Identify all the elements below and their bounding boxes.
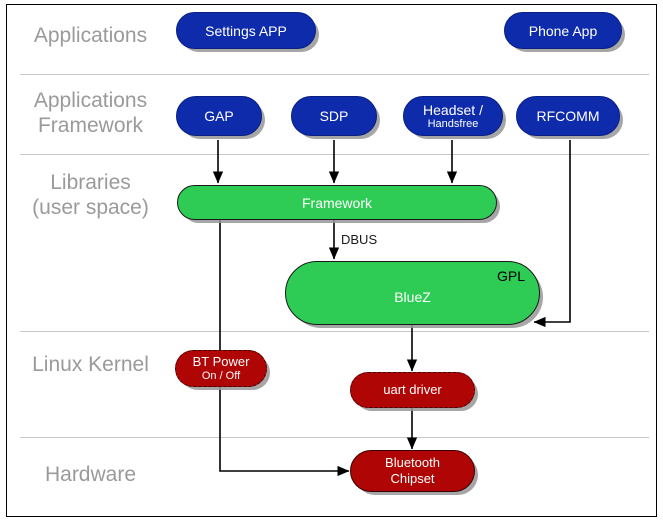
- node-bt-power-label: BT Power: [192, 354, 250, 369]
- node-bt-power-sublabel: On / Off: [201, 370, 241, 382]
- node-bluez[interactable]: GPL BlueZ: [285, 261, 540, 325]
- wire-label-dbus: DBUS: [341, 232, 378, 247]
- layer-label-libraries: Libraries (user space): [32, 171, 149, 219]
- layer-label-applications: Applications: [33, 24, 148, 47]
- node-sdp[interactable]: SDP: [291, 96, 377, 136]
- layer-label-linux-kernel: Linux Kernel: [32, 353, 149, 376]
- divider-applications: [20, 74, 649, 75]
- node-sdp-label: SDP: [319, 108, 349, 124]
- node-rfcomm-label: RFCOMM: [536, 108, 600, 124]
- node-bluez-label: BlueZ: [394, 289, 431, 305]
- divider-libraries: [20, 331, 649, 332]
- node-gap-label: GAP: [204, 108, 234, 124]
- node-settings-app-label: Settings APP: [205, 22, 287, 39]
- node-bluetooth-chipset[interactable]: Bluetooth Chipset: [350, 450, 475, 492]
- node-bluetooth-chipset-label: Bluetooth: [385, 455, 440, 470]
- node-uart-driver-label: uart driver: [383, 382, 442, 397]
- node-phone-app-label: Phone App: [528, 22, 598, 39]
- node-framework[interactable]: Framework: [177, 185, 497, 220]
- node-settings-app[interactable]: Settings APP: [176, 12, 316, 49]
- node-headset-handsfree-sublabel: Handsfree: [427, 117, 479, 130]
- divider-applications-framework: [20, 154, 649, 155]
- node-bt-power[interactable]: BT Power On / Off: [175, 350, 267, 387]
- node-headset-handsfree-label: Headset /: [423, 101, 483, 118]
- divider-linux-kernel: [20, 437, 649, 438]
- node-uart-driver[interactable]: uart driver: [350, 372, 475, 408]
- node-gap[interactable]: GAP: [176, 96, 262, 136]
- node-rfcomm[interactable]: RFCOMM: [516, 96, 620, 136]
- node-phone-app[interactable]: Phone App: [504, 12, 622, 49]
- layer-label-applications-framework: Applications Framework: [33, 89, 148, 137]
- node-framework-label: Framework: [301, 194, 372, 211]
- node-bluetooth-chipset-sublabel: Chipset: [390, 471, 435, 486]
- node-bluez-license-tag: GPL: [496, 268, 525, 284]
- layer-label-hardware: Hardware: [44, 463, 137, 486]
- node-headset-handsfree[interactable]: Headset / Handsfree: [403, 96, 503, 136]
